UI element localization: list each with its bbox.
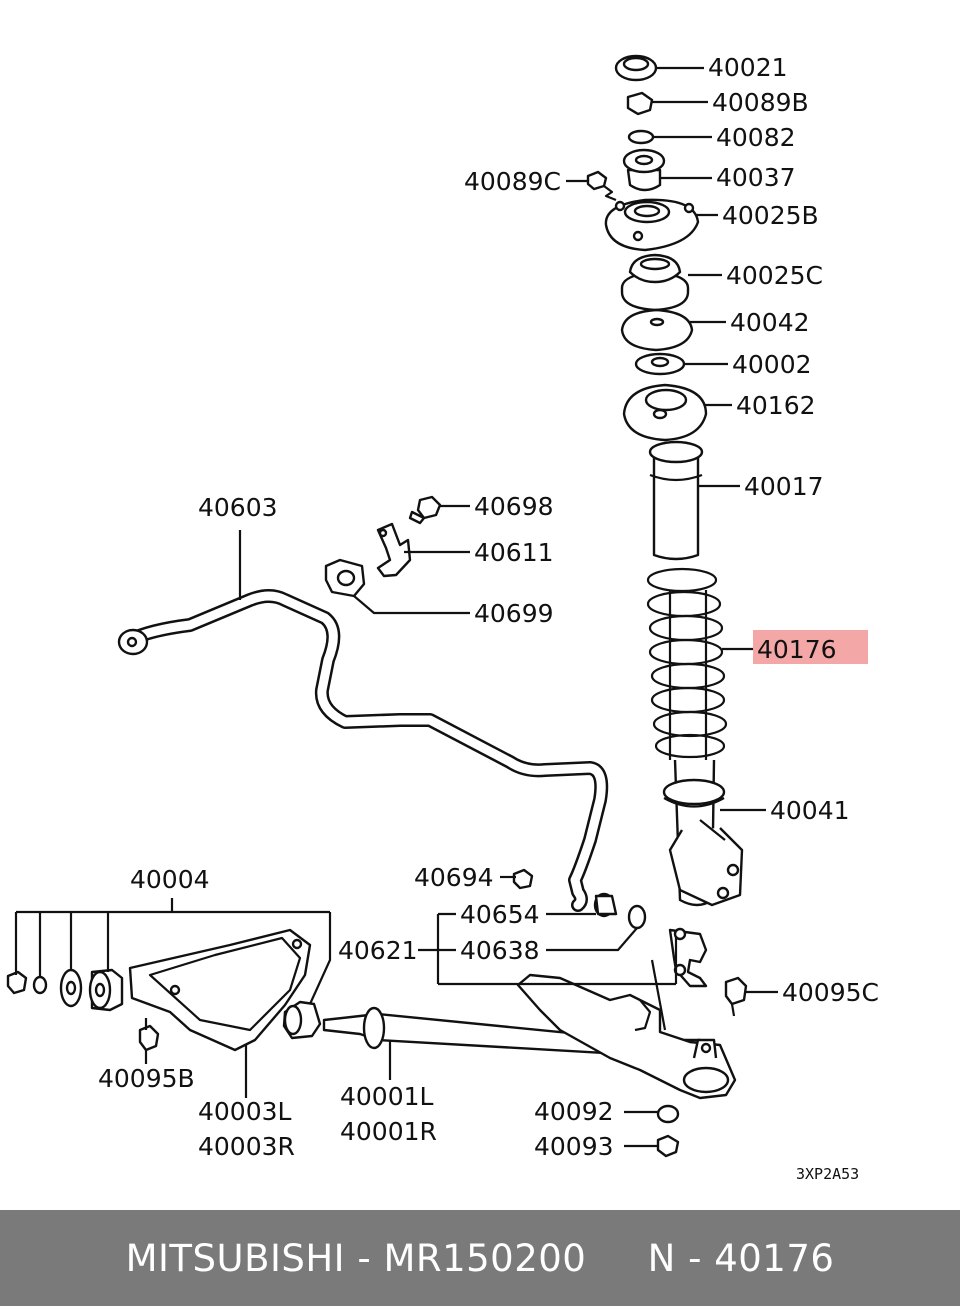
label-40041: 40041 <box>770 796 850 825</box>
drawing-code: 3XP2A53 <box>796 1165 859 1183</box>
label-40095C: 40095C <box>782 978 879 1007</box>
leader-lines <box>14 66 778 1148</box>
label-40004: 40004 <box>130 865 210 894</box>
label-40638: 40638 <box>460 936 540 965</box>
label-40002: 40002 <box>732 350 812 379</box>
labels: 40021 40089B 40082 40089C 40037 40025B 4… <box>98 53 879 1183</box>
part-40082 <box>627 129 655 145</box>
part-40093 <box>656 1134 680 1158</box>
label-40089B: 40089B <box>712 88 809 117</box>
label-40001R: 40001R <box>340 1117 437 1146</box>
label-40003R: 40003R <box>198 1132 295 1161</box>
label-40025C: 40025C <box>726 261 823 290</box>
part-40698 <box>408 495 442 525</box>
label-40089C: 40089C <box>464 167 561 196</box>
part-40017 <box>648 440 704 561</box>
label-40162: 40162 <box>736 391 816 420</box>
label-40092: 40092 <box>534 1097 614 1126</box>
part-40042 <box>620 308 694 352</box>
label-40611: 40611 <box>474 538 554 567</box>
label-40699: 40699 <box>474 599 554 628</box>
highlight-40176 <box>753 630 868 664</box>
part-40092 <box>656 1104 680 1124</box>
label-40017: 40017 <box>744 472 824 501</box>
label-40082: 40082 <box>716 123 796 152</box>
part-lower-control-arm <box>516 973 737 1100</box>
part-40089C <box>586 170 608 191</box>
part-40638 <box>627 904 647 930</box>
label-40021: 40021 <box>708 53 788 82</box>
label-40698: 40698 <box>474 492 554 521</box>
part-40095C <box>724 976 748 1017</box>
part-40162 <box>622 383 708 442</box>
footer-part-text: MITSUBISHI - MR150200 N - 40176 <box>125 1236 835 1280</box>
part-40176-coil-spring <box>646 567 728 760</box>
part-40621-link <box>650 927 708 1031</box>
parts-diagram: 40021 40089B 40082 40089C 40037 40025B 4… <box>6 53 879 1183</box>
label-40095B: 40095B <box>98 1064 195 1093</box>
part-40089B <box>626 91 654 116</box>
part-40095B <box>138 1018 160 1052</box>
label-40093: 40093 <box>534 1132 614 1161</box>
label-40042: 40042 <box>730 308 810 337</box>
part-40025C <box>620 253 690 312</box>
part-40003-lower-arm <box>128 928 312 1052</box>
part-40654 <box>593 892 618 918</box>
part-40002 <box>634 352 686 376</box>
label-40025B: 40025B <box>722 201 819 230</box>
label-40037: 40037 <box>716 163 796 192</box>
label-40654: 40654 <box>460 900 540 929</box>
label-40176: 40176 <box>757 635 837 664</box>
part-40037 <box>622 148 666 192</box>
part-40694 <box>512 868 534 890</box>
part-40021 <box>614 54 658 82</box>
part-40611 <box>376 522 412 578</box>
part-40041-strut <box>662 759 744 907</box>
label-40001L: 40001L <box>340 1082 434 1111</box>
footer-bar: MITSUBISHI - MR150200 N - 40176 <box>0 1210 960 1306</box>
label-40603: 40603 <box>198 493 278 522</box>
part-40603-stabilizer-bar <box>117 589 609 912</box>
label-40621: 40621 <box>338 936 418 965</box>
label-40694: 40694 <box>414 863 494 892</box>
part-40699 <box>324 558 366 598</box>
part-40025B <box>604 198 700 252</box>
label-40003L: 40003L <box>198 1097 292 1126</box>
